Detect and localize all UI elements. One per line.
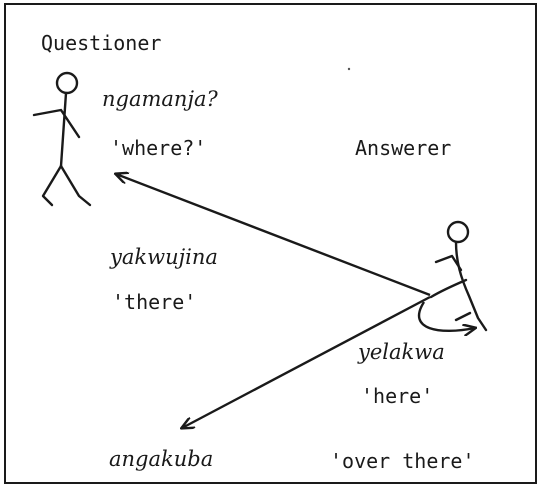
- questioner-figure: [32, 71, 92, 207]
- arrow-near-answerer: [417, 301, 475, 331]
- word-yelakwa: yelakwa: [358, 340, 445, 364]
- word-ngamanja: ngamanja?: [102, 87, 218, 111]
- gloss-there: 'there': [112, 290, 197, 314]
- arrow-to-questioner: [116, 174, 431, 297]
- diagram-frame: [4, 3, 537, 484]
- questioner-label: Questioner: [41, 31, 162, 55]
- stray-dot: [347, 67, 351, 71]
- word-yakwujina: yakwujina: [110, 245, 218, 269]
- arrow-to-far-distance: [182, 295, 431, 428]
- word-angakuba: angakuba: [109, 447, 214, 471]
- gloss-over-there: 'over there': [330, 449, 475, 473]
- answerer-figure: [429, 220, 488, 332]
- gloss-where: 'where?': [110, 136, 207, 160]
- answerer-label: Answerer: [355, 136, 452, 160]
- gloss-here: 'here': [361, 384, 434, 408]
